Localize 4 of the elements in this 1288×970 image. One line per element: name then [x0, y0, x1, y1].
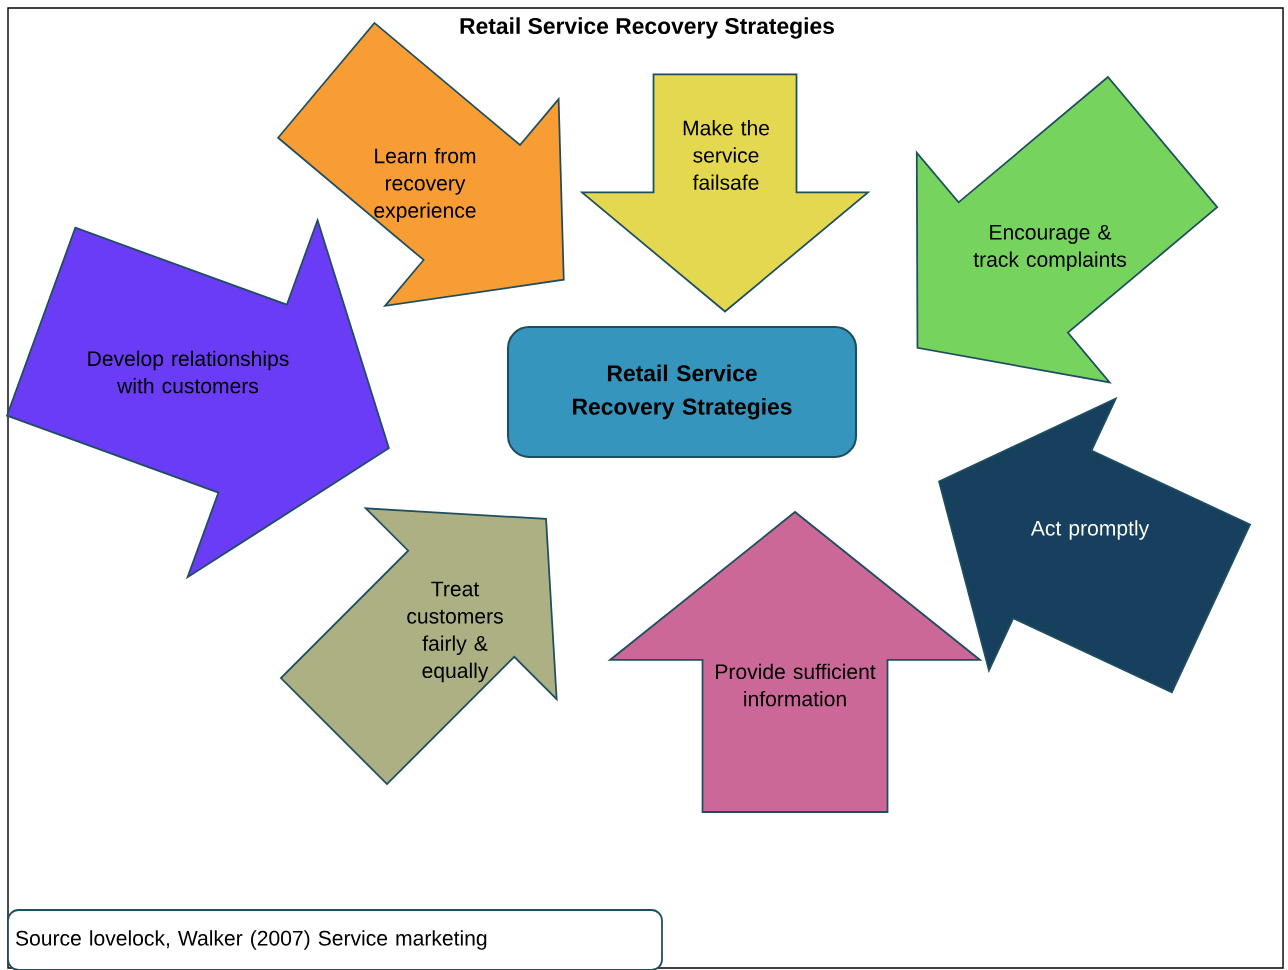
center-box: Retail Service Recovery Strategies	[506, 325, 858, 459]
strategy-box: Provide sufficient information	[607, 510, 983, 813]
source-box: Source lovelock, Walker (2007) Service marketing	[7, 909, 663, 970]
strategy-box: Make the service failsafe	[579, 73, 871, 313]
